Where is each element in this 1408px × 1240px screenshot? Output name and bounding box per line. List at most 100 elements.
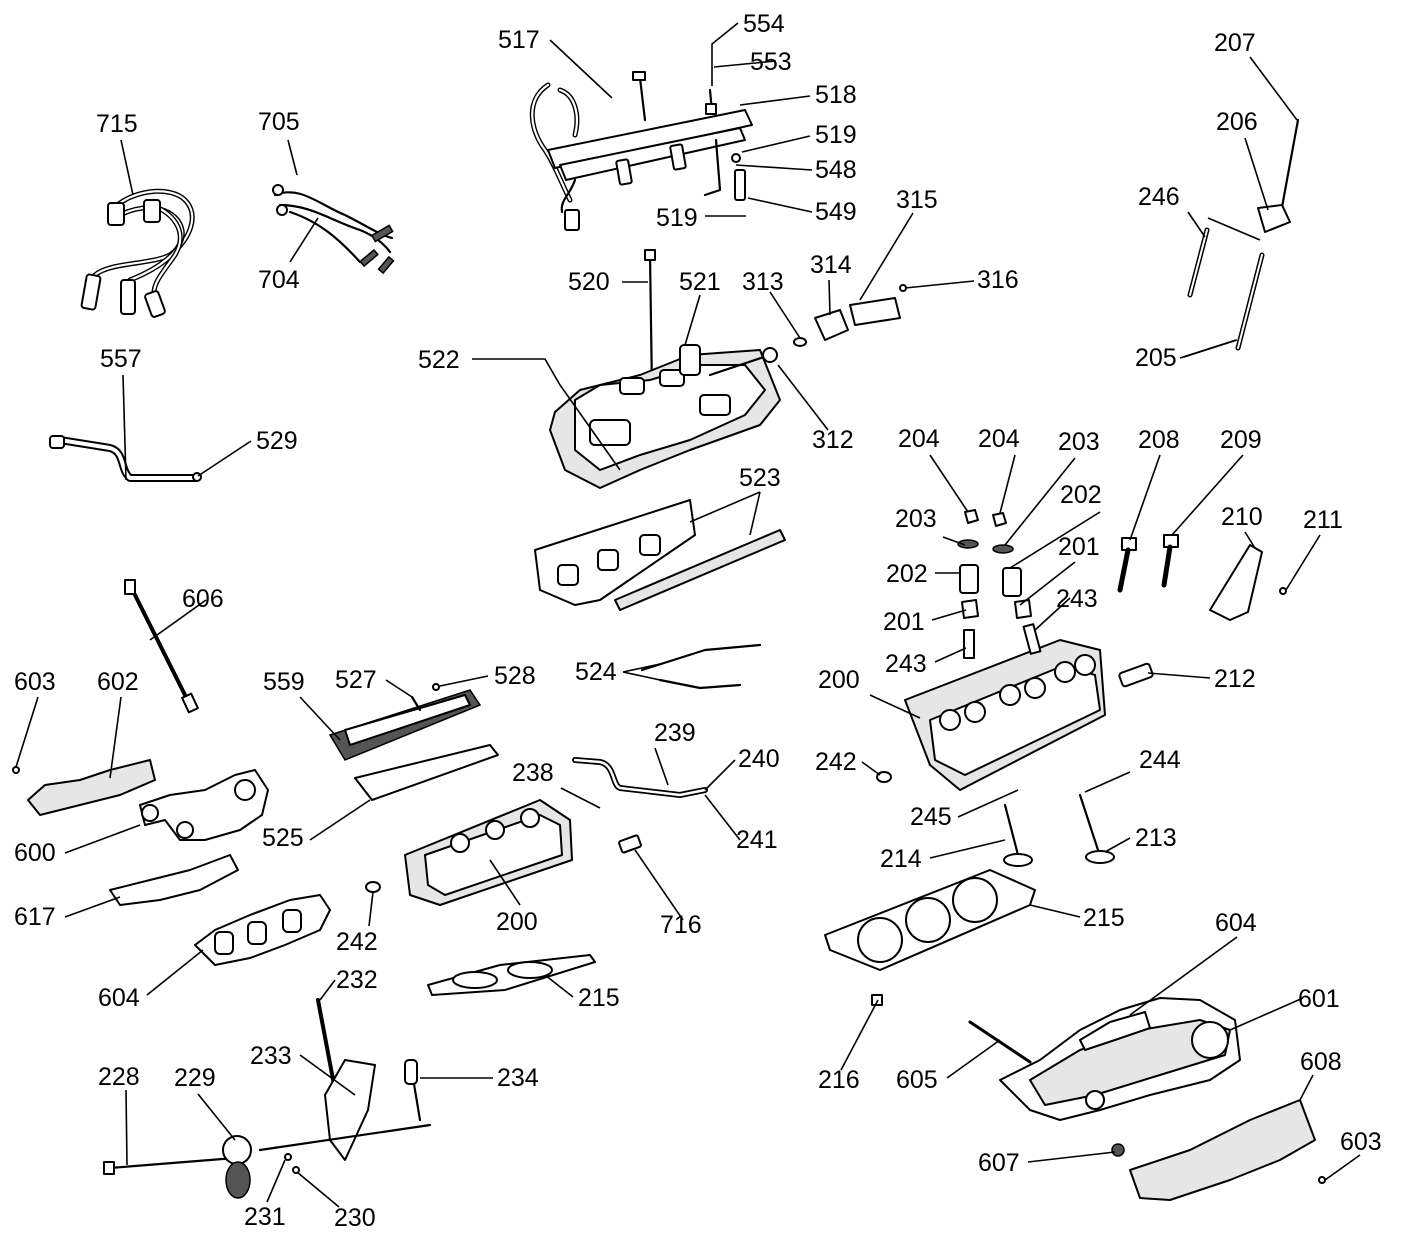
- callout-228: 228: [98, 1063, 140, 1091]
- callout-522: 522: [418, 346, 460, 374]
- head-gasket-215-left: [427, 954, 596, 996]
- callout-213: 213: [1135, 824, 1177, 852]
- callout-242: 242: [815, 748, 857, 776]
- callout-603: 603: [14, 668, 56, 696]
- valve-train-201-204: [957, 509, 1042, 659]
- callout-243: 243: [1056, 585, 1098, 613]
- sensor-212: [1118, 662, 1154, 688]
- callout-523: 523: [739, 464, 781, 492]
- callout-243: 243: [885, 650, 927, 678]
- callout-314: 314: [810, 251, 852, 279]
- callout-232: 232: [336, 966, 378, 994]
- rocker-pushrod-205-207: [1187, 118, 1300, 351]
- head-bolts-208-209: [1117, 534, 1179, 593]
- callout-211: 211: [1303, 506, 1343, 534]
- callout-517: 517: [498, 26, 540, 54]
- callout-201: 201: [1058, 533, 1100, 561]
- callout-241: 241: [736, 826, 778, 854]
- fuel-rail-assembly: [529, 71, 753, 231]
- heat-shield-608: [1129, 1099, 1316, 1201]
- callout-230: 230: [334, 1204, 376, 1232]
- dowel-216: [871, 994, 883, 1006]
- callout-202: 202: [886, 560, 928, 588]
- callout-715: 715: [96, 110, 138, 138]
- callout-203: 203: [1058, 428, 1100, 456]
- callout-208: 208: [1138, 426, 1180, 454]
- callout-209: 209: [1220, 426, 1262, 454]
- valves-213-214: [1003, 793, 1115, 867]
- callout-234: 234: [497, 1064, 539, 1092]
- callout-200: 200: [496, 908, 538, 936]
- exhaust-manifold-600-602: [27, 759, 269, 841]
- callout-238: 238: [512, 759, 554, 787]
- callout-524: 524: [575, 658, 617, 686]
- callout-554: 554: [743, 10, 785, 38]
- callout-239: 239: [654, 719, 696, 747]
- callout-608: 608: [1300, 1048, 1342, 1076]
- intake-gaskets-523: [534, 499, 786, 611]
- fasteners-527-528: [410, 683, 440, 712]
- callout-604: 604: [1215, 909, 1257, 937]
- callout-705: 705: [258, 108, 300, 136]
- callout-313: 313: [742, 268, 784, 296]
- callout-557: 557: [100, 345, 142, 373]
- callout-518: 518: [815, 81, 857, 109]
- bracket-210-211: [1209, 544, 1287, 621]
- callout-240: 240: [738, 745, 780, 773]
- callout-606: 606: [182, 585, 224, 613]
- tube-238-241: [572, 757, 708, 798]
- callout-214: 214: [880, 845, 922, 873]
- cylinder-head-200-left: [404, 799, 573, 906]
- callout-204: 204: [898, 425, 940, 453]
- callout-521: 521: [679, 268, 721, 296]
- callout-601: 601: [1298, 985, 1340, 1013]
- callout-215: 215: [578, 984, 620, 1012]
- callout-242: 242: [336, 928, 378, 956]
- sensor-716: [618, 834, 642, 854]
- callout-559: 559: [263, 668, 305, 696]
- callout-605: 605: [896, 1066, 938, 1094]
- callout-607: 607: [978, 1149, 1020, 1177]
- callout-548: 548: [815, 156, 857, 184]
- callout-212: 212: [1214, 665, 1256, 693]
- callout-519: 519: [815, 121, 857, 149]
- callout-519: 519: [656, 204, 698, 232]
- throttle-parts-312-316: [762, 284, 907, 363]
- callout-216: 216: [818, 1066, 860, 1094]
- callout-553: 553: [750, 48, 792, 76]
- callout-245: 245: [910, 803, 952, 831]
- callout-200: 200: [818, 666, 860, 694]
- callout-604: 604: [98, 984, 140, 1012]
- exhaust-gasket-604-left: [194, 894, 331, 966]
- callout-labels: 715 705 704 517 554 553 518 519 548 549 …: [14, 10, 1382, 1232]
- callout-244: 244: [1139, 746, 1181, 774]
- leader-lines: [15, 22, 1361, 1208]
- callout-617: 617: [14, 903, 56, 931]
- callout-229: 229: [174, 1064, 216, 1092]
- callout-210: 210: [1221, 503, 1263, 531]
- spark-plug-wires-715: [80, 188, 195, 318]
- callout-549: 549: [815, 198, 857, 226]
- callout-528: 528: [494, 662, 536, 690]
- callout-602: 602: [97, 668, 139, 696]
- callout-204: 204: [978, 425, 1020, 453]
- callout-315: 315: [896, 186, 938, 214]
- callout-529: 529: [256, 427, 298, 455]
- callout-207: 207: [1214, 29, 1256, 57]
- callout-716: 716: [660, 911, 702, 939]
- callout-233: 233: [250, 1042, 292, 1070]
- intake-plenum-521: [549, 249, 781, 489]
- heat-shield-617: [109, 854, 239, 906]
- valve-cover-559: [328, 689, 499, 801]
- bracket-assembly-228-234: [103, 998, 432, 1199]
- head-gasket-215-right: [824, 869, 1036, 971]
- callout-316: 316: [977, 266, 1019, 294]
- callout-312: 312: [812, 426, 854, 454]
- exhaust-manifold-601-right: [999, 997, 1241, 1121]
- callout-203: 203: [895, 505, 937, 533]
- callout-520: 520: [568, 268, 610, 296]
- callout-527: 527: [335, 666, 377, 694]
- o2-sensor-606: [124, 579, 199, 714]
